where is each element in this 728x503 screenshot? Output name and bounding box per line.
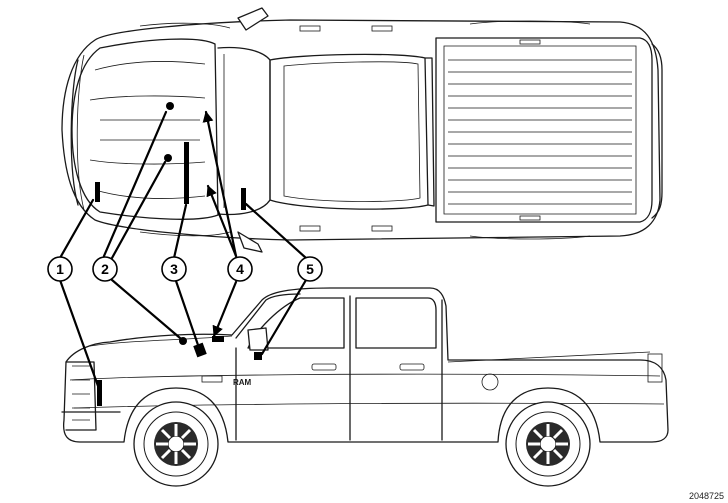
svg-text:4: 4 bbox=[236, 261, 244, 277]
label-marker-2-side bbox=[179, 337, 187, 345]
label-marker-3-side bbox=[193, 342, 207, 358]
leader-lines bbox=[58, 110, 308, 388]
svg-text:2: 2 bbox=[101, 261, 109, 277]
svg-text:5: 5 bbox=[306, 261, 314, 277]
side-view-truck: RAM bbox=[61, 287, 669, 487]
callout-5: 5 bbox=[297, 256, 323, 282]
label-marker-2a-top bbox=[166, 102, 174, 110]
door-badge: RAM bbox=[233, 378, 252, 387]
svg-text:1: 1 bbox=[56, 261, 64, 277]
callout-4: 4 bbox=[227, 256, 253, 282]
callout-2: 2 bbox=[92, 256, 118, 282]
label-marker-1-side bbox=[97, 380, 102, 406]
label-marker-5-top bbox=[241, 188, 246, 210]
callout-1: 1 bbox=[47, 256, 73, 282]
front-wheel bbox=[133, 401, 219, 487]
bed-ribs bbox=[448, 59, 632, 205]
rear-wheel bbox=[505, 401, 591, 487]
label-marker-1-top bbox=[95, 182, 100, 202]
label-marker-2b-top bbox=[164, 154, 172, 162]
svg-text:3: 3 bbox=[170, 261, 178, 277]
figure-id: 2048725 bbox=[688, 491, 724, 501]
label-marker-4-side bbox=[212, 336, 224, 342]
label-marker-5-side bbox=[254, 352, 262, 360]
callout-3: 3 bbox=[161, 256, 187, 282]
top-view-truck bbox=[61, 7, 663, 253]
label-marker-3-top bbox=[184, 142, 189, 204]
